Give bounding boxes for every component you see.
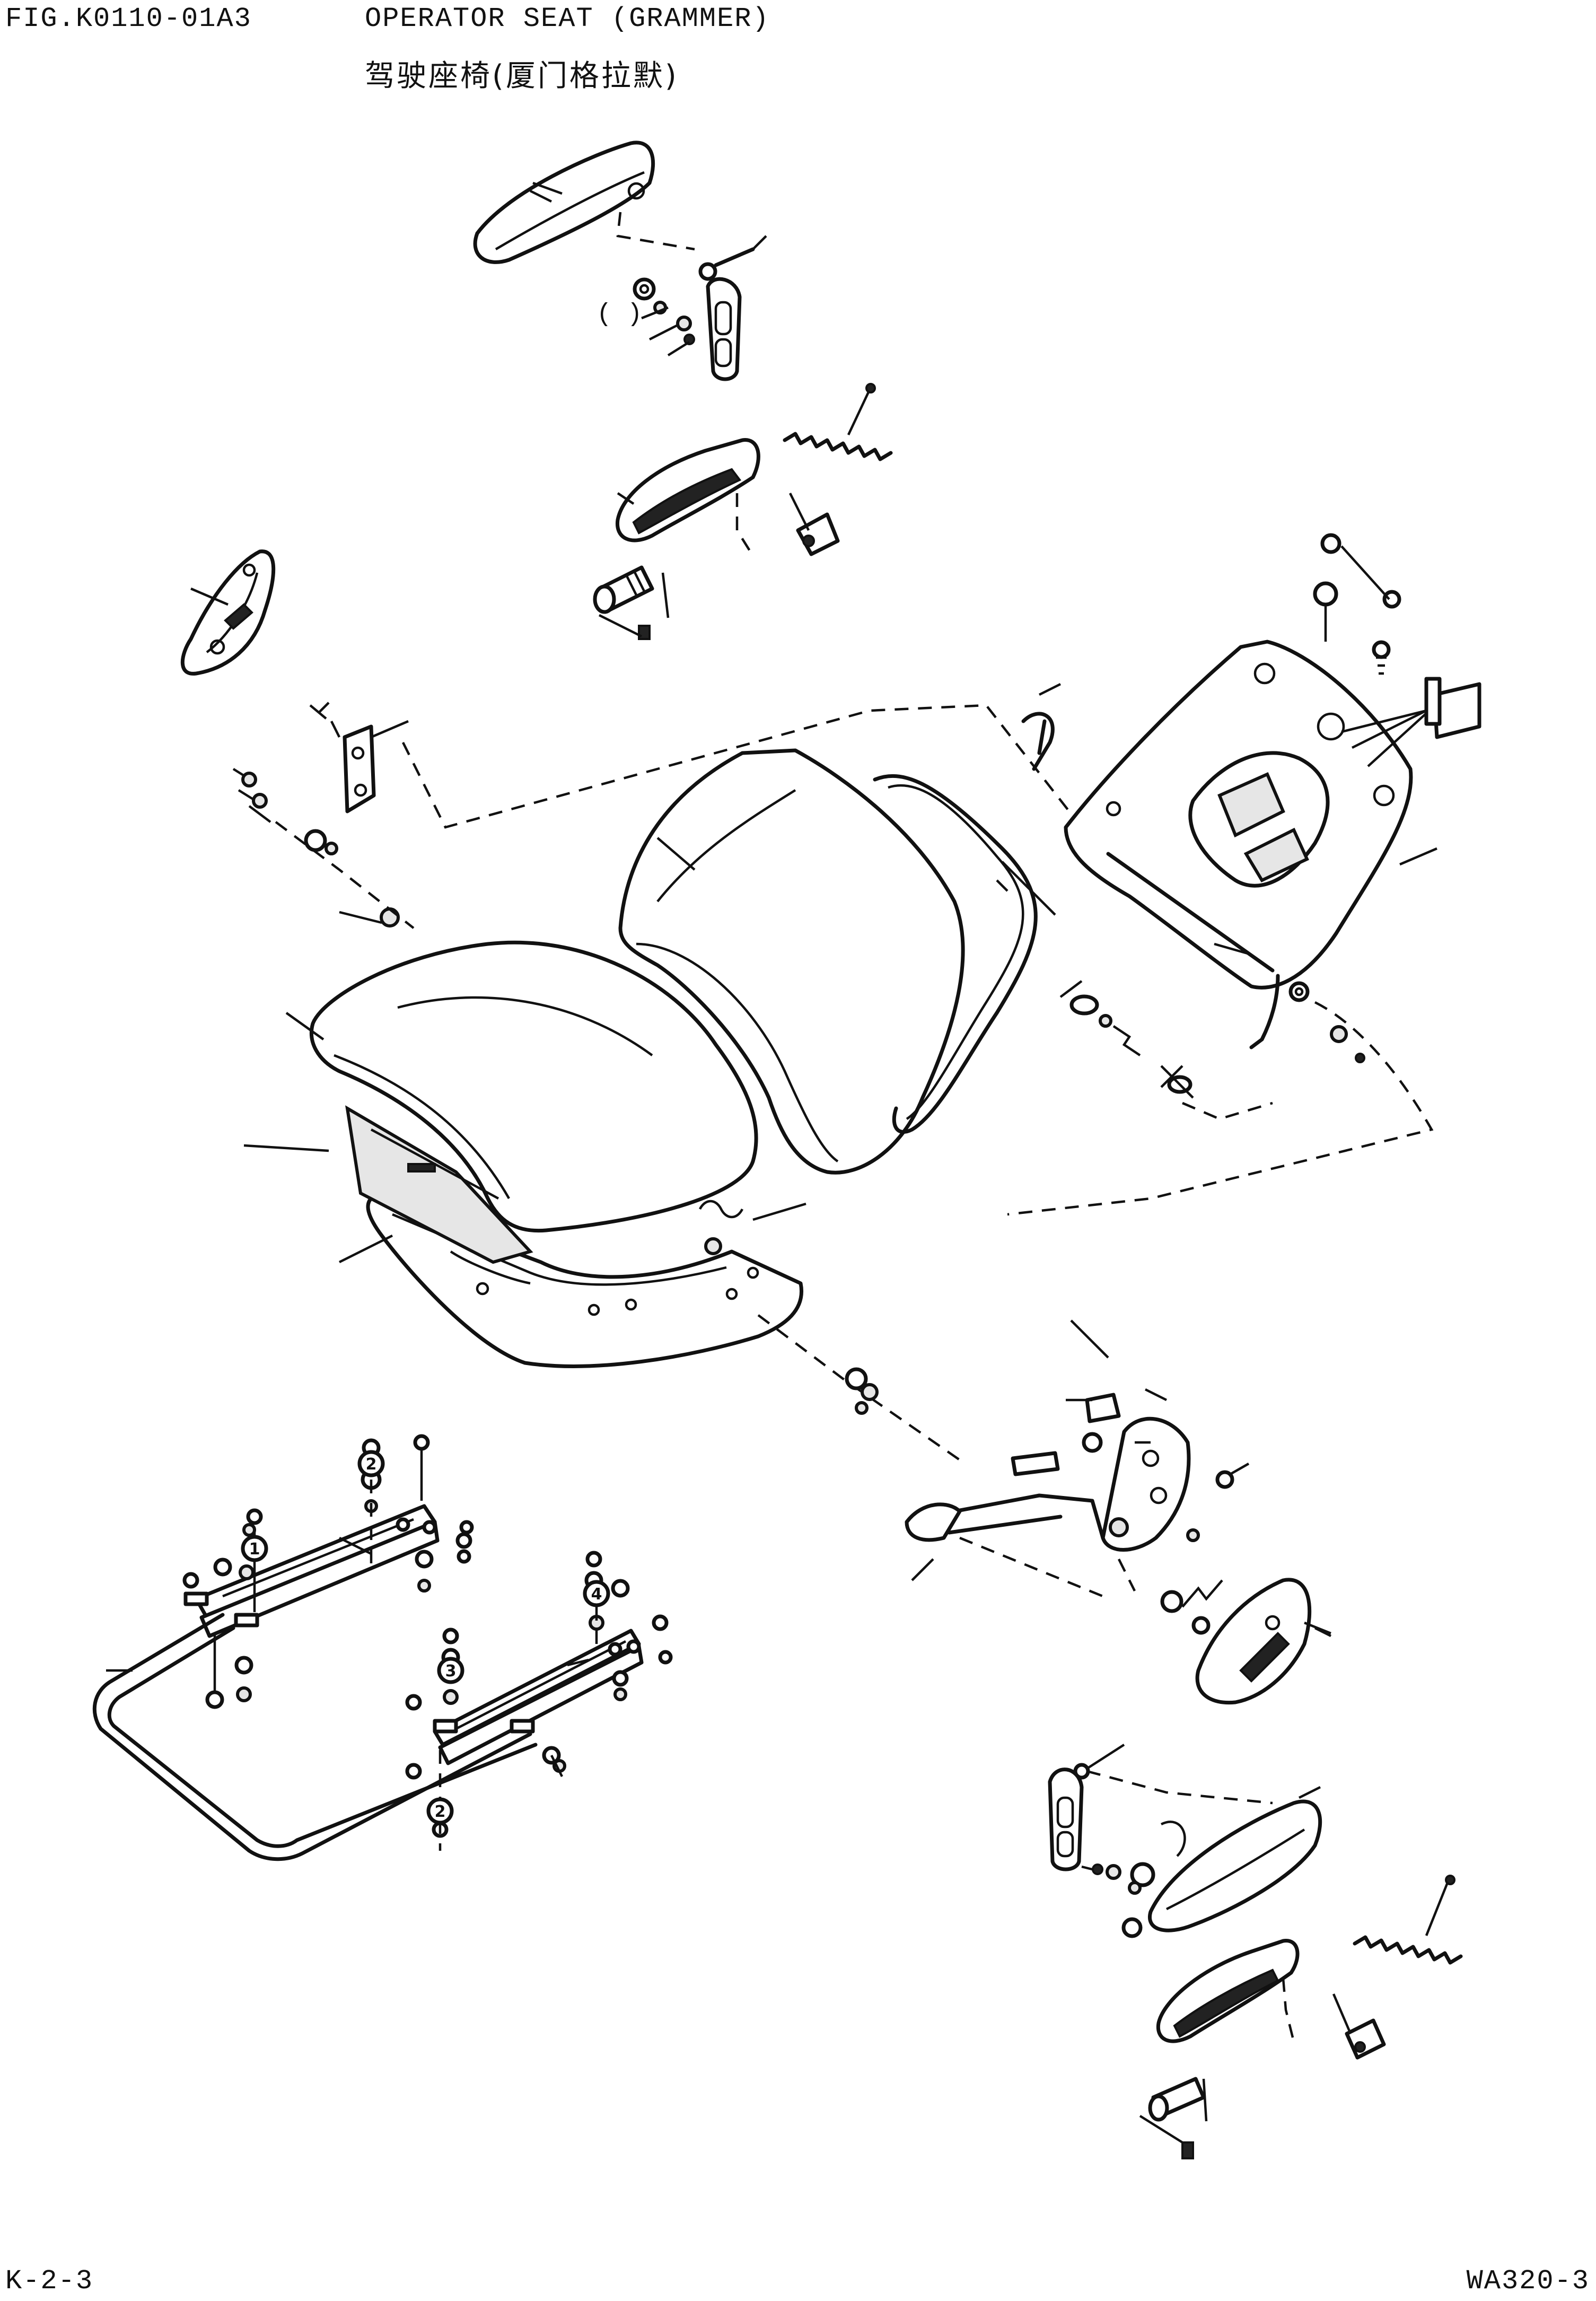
side-cover-right xyxy=(1195,1578,1331,1705)
callout-2-upper: 2 xyxy=(357,1450,385,1477)
callout-1-left: 1 xyxy=(241,1535,268,1562)
backrest-hinge-left xyxy=(232,702,400,928)
figure-code: FIG.K0110-01A3 xyxy=(5,3,252,34)
callout-3: 3 xyxy=(437,1657,464,1684)
backrest-frame-trim xyxy=(873,774,1056,1134)
svg-text:4: 4 xyxy=(591,1585,602,1604)
armrest-hinge-plate-lower xyxy=(1048,1744,1125,1871)
spring-bolt-lower xyxy=(1160,1579,1223,1635)
armrest-hinge-plate-upper xyxy=(706,277,742,381)
lever-handle-lower xyxy=(1156,1939,1300,2043)
title-english: OPERATOR SEAT (GRAMMER) xyxy=(365,3,770,34)
lock-clip-lower xyxy=(1332,1993,1386,2060)
backrest-back-plate xyxy=(1064,640,1413,1049)
svg-text:3: 3 xyxy=(445,1662,457,1681)
washer-stack-upper xyxy=(633,277,695,356)
page-reference: K-2-3 xyxy=(5,2265,94,2297)
callout-2-lower: 2 xyxy=(426,1797,454,1825)
spacer-washers-mid xyxy=(845,1367,879,1415)
backrest-top-bolts xyxy=(1313,533,1401,675)
hinge-pin-assembly-mid xyxy=(1059,980,1194,1099)
lever-handle-upper xyxy=(615,438,760,543)
bracket-label: ( ) xyxy=(597,300,642,329)
svg-text:2: 2 xyxy=(435,1803,446,1821)
adjustment-bar xyxy=(92,1613,538,1861)
spring-clip-back xyxy=(1021,712,1055,771)
spring-clip-seat xyxy=(698,1200,744,1255)
svg-text:2: 2 xyxy=(366,1455,377,1474)
spring-lower xyxy=(1353,1875,1463,1965)
callout-group: 2 1 4 3 2 xyxy=(241,1450,610,1825)
callout-4: 4 xyxy=(583,1580,610,1607)
armrest-upper-left xyxy=(473,141,655,264)
seat-cushion xyxy=(309,940,758,1233)
seat-slide-plate xyxy=(345,1105,533,1264)
slide-rail-left xyxy=(183,1504,440,1638)
latch-bracket-right xyxy=(1341,677,1481,767)
leader-lines xyxy=(190,181,1437,1799)
spring-upper xyxy=(783,383,893,461)
title-chinese: 驾驶座椅(厦门格拉默) xyxy=(365,59,679,93)
recline-lever-assembly xyxy=(905,1393,1191,1552)
backrest-cushion xyxy=(618,748,965,1175)
pivot-bolt-right xyxy=(1288,981,1365,1063)
lock-clip-upper xyxy=(788,492,840,556)
knob-upper xyxy=(593,565,670,640)
armrest-lower-right xyxy=(1148,1799,1322,1932)
slide-rail-right xyxy=(433,1629,644,1765)
knob-lower xyxy=(1139,2077,1208,2159)
model-reference: WA320-3 xyxy=(1466,2265,1590,2297)
hinge-pin-upper xyxy=(698,235,767,281)
washer-stack-lower xyxy=(1081,1862,1155,1938)
side-cover-left xyxy=(180,549,276,676)
svg-text:1: 1 xyxy=(249,1540,260,1559)
bolt-right-recline xyxy=(1186,1463,1250,1542)
